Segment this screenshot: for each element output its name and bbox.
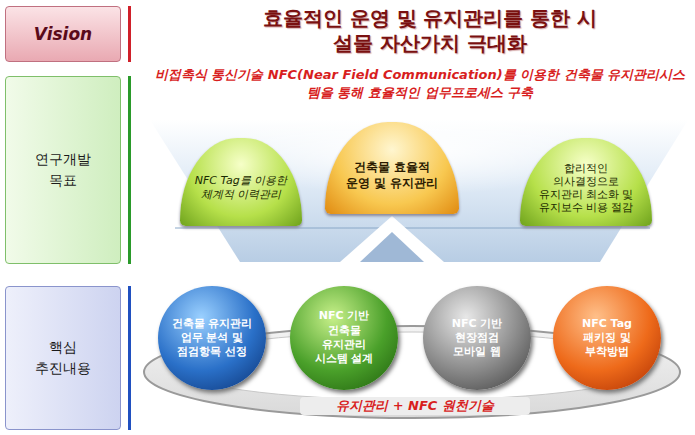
node-text: Vision	[34, 24, 92, 44]
node-content: 합리적인 의사결정으로 유지관리 최소화 및 유지보수 비용 절감	[532, 162, 640, 215]
content-sphere: 건축물 유지관리 업무 분석 및 점검항목 선정	[158, 286, 266, 390]
node-text: 연구개발 목표	[27, 149, 99, 191]
subtitle: 비접촉식 통신기술 NFC(Near Field Communication)를…	[150, 66, 690, 101]
vision-band: Vision	[5, 6, 121, 62]
goal-band: 연구개발 목표	[5, 76, 121, 264]
node-content: Vision	[34, 24, 92, 44]
node-text: 핵심 추진내용	[27, 337, 99, 379]
node-content: 건축물 유지관리 업무 분석 및 점검항목 선정	[171, 317, 253, 360]
content-sphere: NFC 기반 현장점검 모바일 웹	[423, 286, 531, 390]
light-fan	[150, 120, 688, 262]
node-text: NFC 기반 현장점검 모바일 웹	[437, 317, 517, 360]
node-content: NFC 기반 현장점검 모바일 웹	[437, 317, 517, 360]
node-content: NFC Tag 패키징 및 부착방법	[567, 317, 647, 360]
base-label: 유지관리 + NFC 원천기술	[300, 397, 530, 415]
vision-bar	[128, 6, 131, 62]
node-text: NFC Tag 패키징 및 부착방법	[567, 317, 647, 360]
content-sphere: NFC 기반 건축물 유지관리 시스템 설계	[290, 286, 398, 390]
node-content: 연구개발 목표	[27, 149, 99, 191]
content-band: 핵심 추진내용	[5, 286, 121, 430]
node-text: 합리적인 의사결정으로 유지관리 최소화 및 유지보수 비용 절감	[532, 162, 640, 215]
wedge-inner	[360, 232, 424, 262]
node-content: 핵심 추진내용	[27, 337, 99, 379]
node-text: NFC 기반 건축물 유지관리 시스템 설계	[304, 309, 384, 366]
node-content: 건축물 효율적 운영 및 유지관리	[342, 159, 442, 191]
title: 효율적인 운영 및 유지관리를 통한 시설물 자산가치 극대화	[255, 6, 605, 56]
goal-bar	[128, 76, 131, 264]
content-sphere: NFC Tag 패키징 및 부착방법	[553, 286, 661, 390]
node-text: 건축물 유지관리 업무 분석 및 점검항목 선정	[171, 317, 253, 360]
wedge	[340, 216, 444, 262]
content-bar	[128, 286, 131, 430]
node-content: NFC 기반 건축물 유지관리 시스템 설계	[304, 309, 384, 366]
node-content: NFC Tag를 이용한 체계적 이력관리	[193, 174, 289, 203]
dome-base	[175, 228, 650, 229]
node-text: 건축물 효율적 운영 및 유지관리	[342, 159, 442, 191]
node-text: NFC Tag를 이용한 체계적 이력관리	[193, 174, 289, 203]
